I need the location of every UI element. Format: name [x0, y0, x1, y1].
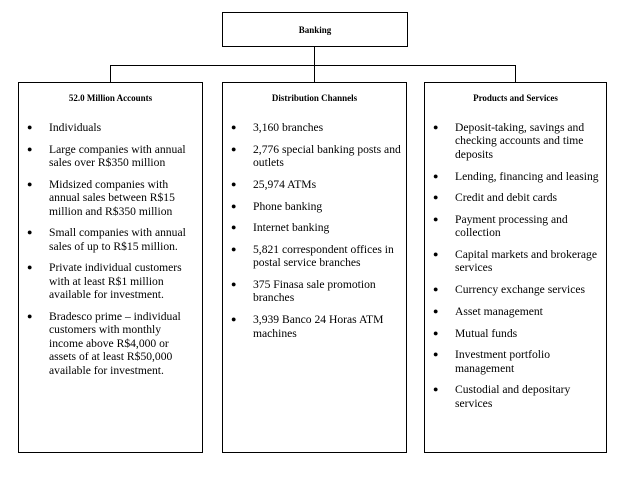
column-header-label: Distribution Channels [271, 92, 358, 103]
distribution-list: ●3,160 branches ●2,776 special banking p… [223, 121, 406, 340]
bullet-icon: ● [433, 349, 439, 360]
bullet-icon: ● [231, 243, 237, 254]
list-item: ●3,160 branches [231, 121, 324, 134]
bullet-icon: ● [231, 279, 237, 290]
list-item: ●Mutual funds [433, 326, 518, 340]
column-header-label: 52.0 Million Accounts [68, 92, 153, 103]
bullet-icon: ● [27, 227, 33, 238]
bullet-icon: ● [433, 170, 439, 181]
connector-horizontal [110, 65, 516, 66]
products-list: ●Deposit-taking, savings and checking ac… [425, 121, 606, 410]
bullet-icon: ● [433, 249, 439, 260]
bullet-icon: ● [433, 284, 439, 295]
bullet-icon: ● [433, 122, 439, 132]
column-body-distribution: ●3,160 branches ●2,776 special banking p… [222, 112, 407, 453]
bullet-icon: ● [433, 305, 439, 316]
bullet-icon: ● [231, 200, 237, 211]
list-item: ●Small companies with annual sales of up… [27, 226, 186, 253]
list-item: ●Payment processing and collection [433, 212, 568, 240]
list-item: ●375 Finasa sale promotion branches [231, 278, 376, 305]
bullet-icon: ● [433, 384, 439, 395]
connector-vertical-root [314, 47, 315, 66]
list-item: ●Individuals [27, 121, 102, 134]
connector-middle [314, 65, 315, 82]
list-item: ●Phone banking [231, 199, 323, 213]
list-item: ●25,974 ATMs [231, 177, 317, 191]
bullet-icon: ● [27, 122, 33, 132]
list-item: ●Capital markets and brokerage services [433, 248, 597, 275]
list-item: ●Credit and debit cards [433, 191, 558, 205]
bullet-icon: ● [231, 222, 237, 233]
list-item: ●Internet banking [231, 221, 330, 235]
connector-left [110, 65, 111, 82]
accounts-list: ●Individuals ●Large companies with annua… [19, 121, 202, 377]
list-item: ●Deposit-taking, savings and checking ac… [433, 121, 585, 161]
bullet-icon: ● [231, 314, 237, 325]
bullet-icon: ● [27, 143, 33, 154]
bullet-icon: ● [27, 310, 33, 321]
bullet-icon: ● [231, 122, 237, 132]
root-label: Banking [298, 24, 332, 35]
column-header-accounts: 52.0 Million Accounts [18, 82, 203, 113]
column-body-products: ●Deposit-taking, savings and checking ac… [424, 112, 607, 453]
column-header-label: Products and Services [473, 92, 558, 103]
bullet-icon: ● [231, 178, 237, 189]
list-item: ●Midsized companies with annual sales be… [27, 177, 175, 218]
root-node-banking: Banking [222, 12, 408, 47]
column-header-distribution: Distribution Channels [222, 82, 407, 113]
connector-right [515, 65, 516, 82]
list-item: ●2,776 special banking posts and outlets [231, 142, 401, 170]
list-item: ●Investment portfolio management [433, 348, 550, 375]
list-item: ●5,821 correspondent offices in postal s… [231, 242, 394, 270]
list-item: ●Lending, financing and leasing [433, 169, 599, 183]
bullet-icon: ● [27, 178, 33, 189]
list-item: ●Currency exchange services [433, 283, 586, 297]
column-header-products: Products and Services [424, 82, 607, 113]
list-item: ●Asset management [433, 304, 543, 318]
list-item: ●Bradesco prime – individual customers w… [27, 309, 181, 377]
list-item: ●Large companies with annual sales over … [27, 142, 186, 170]
bullet-icon: ● [27, 262, 33, 273]
bullet-icon: ● [433, 213, 439, 224]
list-item: ●Private individual customers with at le… [27, 261, 182, 302]
bullet-icon: ● [433, 327, 439, 338]
bullet-icon: ● [231, 143, 237, 154]
bullet-icon: ● [433, 192, 439, 203]
list-item: ●3,939 Banco 24 Horas ATM machines [231, 313, 384, 340]
column-body-accounts: ●Individuals ●Large companies with annua… [18, 112, 203, 453]
list-item: ●Custodial and depositary services [433, 383, 571, 410]
